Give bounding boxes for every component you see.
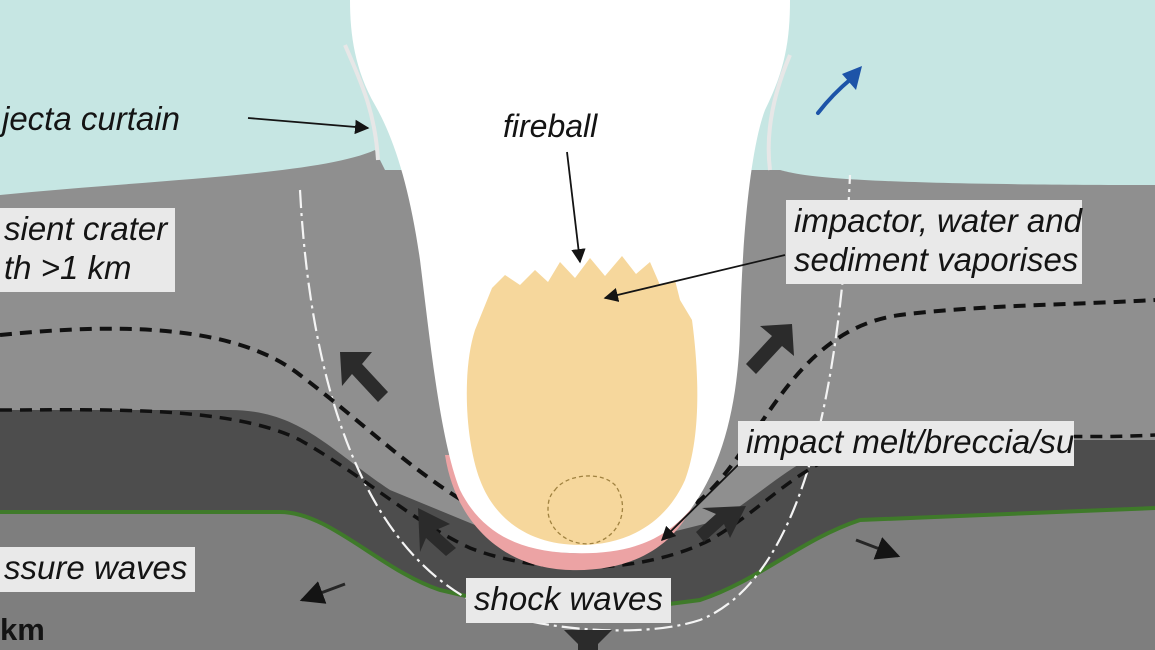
vaporises-label: impactor, water and sediment vaporises xyxy=(786,200,1082,284)
km-partial-text: km xyxy=(0,612,45,647)
ejecta-curtain-leader xyxy=(247,117,370,135)
pressure-waves-text: ssure waves xyxy=(4,549,188,586)
vaporises-leader xyxy=(603,254,786,302)
transient-crater-outline xyxy=(298,174,852,632)
upper-dashed-horizon xyxy=(0,298,1155,537)
flow-arrow-left-lower xyxy=(418,508,456,556)
shock-waves-label: shock waves xyxy=(466,578,671,623)
pressure-waves-label: ssure waves xyxy=(0,547,196,592)
impact-melt-label: impact melt/breccia/su xyxy=(738,421,1075,466)
flow-arrow-right-lower xyxy=(696,506,746,542)
ejecta-curtain-right-edge xyxy=(766,54,792,171)
ejecta-curtain-left-edge xyxy=(343,44,380,161)
material-flow-arrows xyxy=(340,324,794,650)
vaporises-line2: sediment vaporises xyxy=(794,240,1079,278)
transient-crater-line1: sient crater xyxy=(4,210,168,247)
pressure-arrow-left xyxy=(299,581,346,604)
transient-crater-line2: th >1 km xyxy=(4,248,132,286)
fireball-text: fireball xyxy=(503,108,598,144)
vapour-core xyxy=(466,256,698,545)
fireball-leader xyxy=(566,151,586,264)
transient-crater-label: sient crater th >1 km xyxy=(0,208,176,292)
ejecta-curtain-label: jecta curtain xyxy=(2,100,180,139)
km-partial-label: km xyxy=(0,612,45,649)
ejecta-curtain-text: jecta curtain xyxy=(2,100,180,137)
flow-arrow-right-upper xyxy=(746,324,794,374)
flow-arrow-bottom xyxy=(564,630,612,650)
flow-arrow-left-upper xyxy=(340,352,388,402)
vaporises-line1: impactor, water and xyxy=(794,202,1082,239)
fireball-label: fireball xyxy=(503,108,597,146)
shock-waves-text: shock waves xyxy=(474,580,663,617)
ejecta-direction-arrowhead xyxy=(842,66,862,90)
impact-melt-leader xyxy=(660,464,739,542)
pressure-arrow-right xyxy=(855,537,901,560)
impact-melt-text: impact melt/breccia/su xyxy=(746,423,1075,460)
